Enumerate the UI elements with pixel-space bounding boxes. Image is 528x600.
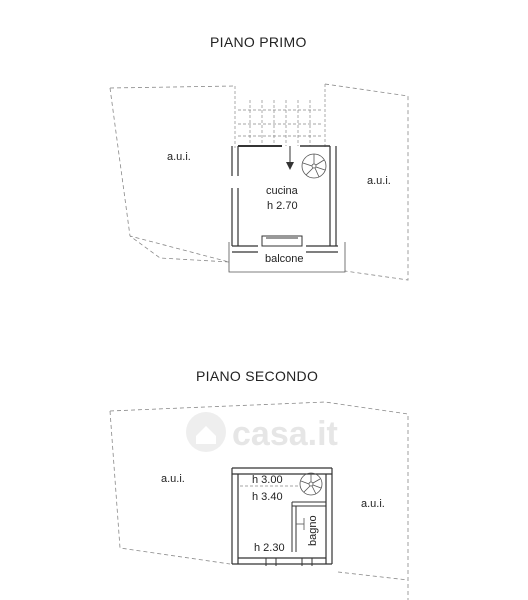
label-height-300: h 3.00	[252, 474, 283, 486]
balcony-primo	[228, 242, 346, 273]
walls-secondo	[231, 467, 333, 565]
walls-primo	[231, 145, 338, 253]
label-aui-left-secondo: a.u.i.	[161, 473, 185, 485]
watermark-text: casa.it	[232, 415, 338, 453]
floor-title-secondo: PIANO SECONDO	[196, 368, 318, 384]
label-aui-left-primo: a.u.i.	[167, 151, 191, 163]
label-height-230: h 2.30	[254, 542, 285, 554]
label-height-cucina: h 2.70	[267, 200, 298, 212]
lot-outline-primo	[109, 83, 409, 281]
label-aui-right-primo: a.u.i.	[367, 175, 391, 187]
openings-secondo	[265, 558, 313, 566]
spiral-staircase-secondo	[299, 472, 323, 496]
spiral-staircase-primo	[301, 153, 327, 179]
floor-title-primo: PIANO PRIMO	[210, 34, 307, 50]
down-arrow-icon	[286, 146, 294, 170]
lot-outline-secondo	[109, 401, 409, 600]
label-bagno: bagno	[307, 515, 319, 546]
label-room-cucina: cucina	[266, 185, 299, 197]
floor-piano-primo: PIANO PRIMO	[109, 34, 409, 281]
door-bagno	[296, 518, 305, 530]
watermark: casa.it	[186, 412, 338, 453]
staircase-upper	[234, 84, 326, 148]
window-primo	[261, 235, 303, 247]
label-aui-right-secondo: a.u.i.	[361, 498, 385, 510]
label-balcone: balcone	[265, 253, 304, 265]
floor-piano-secondo: PIANO SECONDO	[109, 368, 409, 600]
label-height-340: h 3.40	[252, 491, 283, 503]
